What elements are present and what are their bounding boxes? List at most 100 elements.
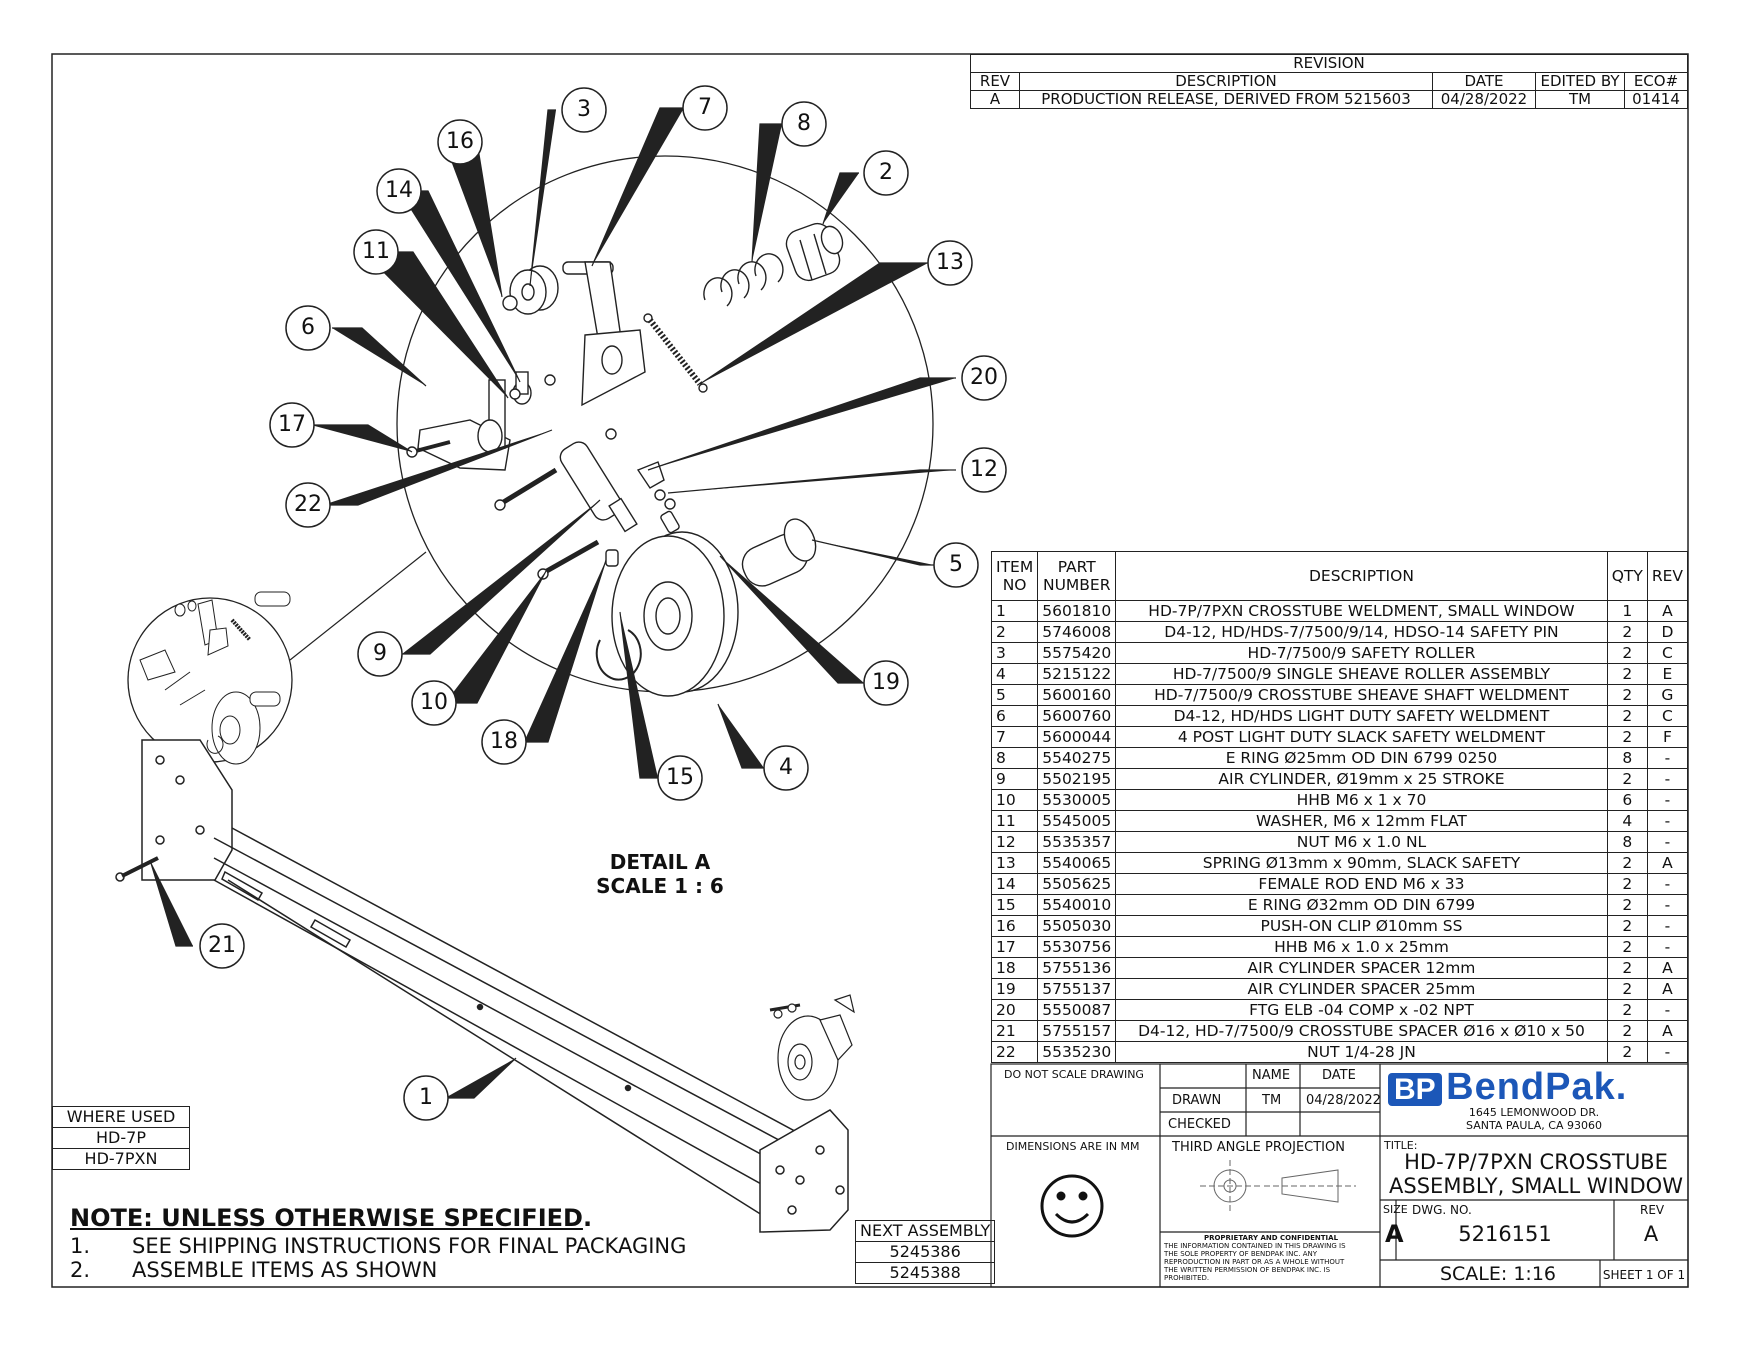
bom-qty: 2 [1606, 915, 1648, 937]
rev-cell: A [970, 90, 1020, 109]
checked-label: CHECKED [1168, 1117, 1231, 1132]
bom-rev: - [1646, 747, 1689, 769]
where-used-title: WHERE USED [52, 1106, 190, 1128]
bom-qty: 2 [1606, 705, 1648, 727]
rev-header-eco: ECO# [1624, 72, 1688, 91]
balloon-17 [269, 402, 315, 448]
bom-description: HD-7/7500/9 SINGLE SHEAVE ROLLER ASSEMBL… [1115, 663, 1608, 685]
nut [664, 498, 676, 510]
drawn-name: TM [1262, 1093, 1282, 1108]
bom-qty: 2 [1606, 852, 1648, 874]
bom-part-number: 5755157 [1037, 1020, 1117, 1042]
next-assembly-item: 5245388 [854, 1262, 996, 1284]
bom-qty: 2 [1606, 768, 1648, 790]
revision-title: REVISION [970, 54, 1688, 73]
bom-header-qty: QTY [1606, 551, 1648, 601]
bom-description: E RING Ø32mm OD DIN 6799 [1115, 894, 1608, 916]
next-assembly-item: 5245386 [854, 1241, 996, 1263]
detail-parts [406, 222, 844, 697]
note-text: SEE SHIPPING INSTRUCTIONS FOR FINAL PACK… [132, 1234, 687, 1258]
bom-item-no: 7 [990, 726, 1039, 748]
bom-qty: 2 [1606, 642, 1648, 664]
bom-part-number: 5600160 [1037, 684, 1117, 706]
bom-qty: 2 [1606, 726, 1648, 748]
sheave-shaft-weldment [741, 518, 817, 587]
bom-description: SPRING Ø13mm x 90mm, SLACK SAFETY [1115, 852, 1608, 874]
detail-label: DETAIL A SCALE 1 : 6 [570, 850, 750, 898]
bom-part-number: 5755136 [1037, 957, 1117, 979]
drawn-date: 04/28/2022 [1306, 1093, 1381, 1108]
balloon-3 [561, 87, 607, 133]
bom-item-no: 8 [990, 747, 1039, 769]
balloon-label-19: 19 [872, 670, 900, 695]
balloon-8 [781, 101, 827, 147]
bom-qty: 4 [1606, 810, 1648, 832]
sheet: SHEET 1 OF 1 [1602, 1268, 1686, 1282]
bom-rev: - [1646, 999, 1689, 1021]
bom-item-no: 19 [990, 978, 1039, 1000]
balloon-16 [437, 119, 483, 165]
nut [544, 374, 556, 386]
crosstube-weldment [115, 739, 849, 1233]
balloon-6 [285, 305, 331, 351]
drawing-title-line-1: HD-7P/7PXN CROSSTUBE [1404, 1150, 1668, 1174]
balloon-label-14: 14 [385, 178, 413, 203]
smiley-face [1040, 1174, 1104, 1238]
bom-description: NUT M6 x 1.0 NL [1115, 831, 1608, 853]
bom-item-no: 15 [990, 894, 1039, 916]
bom-item-no: 22 [990, 1041, 1039, 1063]
dwg-no-label: DWG. NO. [1412, 1203, 1472, 1217]
proprietary-line: THE SOLE PROPERTY OF BENDPAK INC. ANY [1164, 1250, 1317, 1258]
balloon-label-3: 3 [577, 97, 591, 122]
e-ring-large [595, 629, 642, 681]
bom-description: 4 POST LIGHT DUTY SLACK SAFETY WELDMENT [1115, 726, 1608, 748]
bom-rev: - [1646, 789, 1689, 811]
size-label: SIZE [1383, 1203, 1408, 1216]
bom-part-number: 5540010 [1037, 894, 1117, 916]
bom-part-number: 5575420 [1037, 642, 1117, 664]
bom-qty: 2 [1606, 663, 1648, 685]
bendpak-logo: BP BendPak. [1388, 1066, 1627, 1109]
bom-item-no: 17 [990, 936, 1039, 958]
bom-rev: A [1646, 1020, 1689, 1042]
bom-item-no: 16 [990, 915, 1039, 937]
bom-item-no: 4 [990, 663, 1039, 685]
balloon-label-11: 11 [362, 239, 390, 264]
name-label: NAME [1252, 1068, 1291, 1083]
bom-item-no: 9 [990, 768, 1039, 790]
bom-description: HD-7P/7PXN CROSSTUBE WELDMENT, SMALL WIN… [1115, 600, 1608, 622]
sheave-roller [611, 531, 739, 697]
balloon-label-22: 22 [294, 492, 322, 517]
address: 1645 LEMONWOOD DR. SANTA PAULA, CA 93060 [1380, 1106, 1688, 1132]
balloons [199, 85, 1007, 1121]
bom-part-number: 5755137 [1037, 978, 1117, 1000]
balloon-label-13: 13 [936, 250, 964, 275]
balloon-label-4: 4 [779, 755, 793, 780]
bom-part-number: 5601810 [1037, 600, 1117, 622]
bom-description: E RING Ø25mm OD DIN 6799 0250 [1115, 747, 1608, 769]
proprietary-notice: PROPRIETARY AND CONFIDENTIAL THE INFORMA… [1164, 1234, 1378, 1282]
bom-part-number: 5535357 [1037, 831, 1117, 853]
balloon-9 [357, 631, 403, 677]
washer [509, 388, 521, 400]
date-label: DATE [1322, 1068, 1356, 1083]
long-bolts [494, 467, 600, 580]
balloon-label-20: 20 [970, 365, 998, 390]
logo-dot: . [1615, 1066, 1628, 1108]
rev-header-rev: REV [970, 72, 1020, 91]
balloon-label-5: 5 [949, 552, 963, 577]
bom-rev: A [1646, 600, 1689, 622]
balloon-label-7: 7 [698, 95, 712, 120]
balloon-label-17: 17 [278, 412, 306, 437]
proprietary-title: PROPRIETARY AND CONFIDENTIAL [1203, 1234, 1339, 1242]
bill-of-materials: ITEM NO PART NUMBER DESCRIPTION QTY REV … [990, 551, 1689, 1063]
rev-header-date: DATE [1432, 72, 1536, 91]
fitting-elbow [636, 461, 665, 489]
